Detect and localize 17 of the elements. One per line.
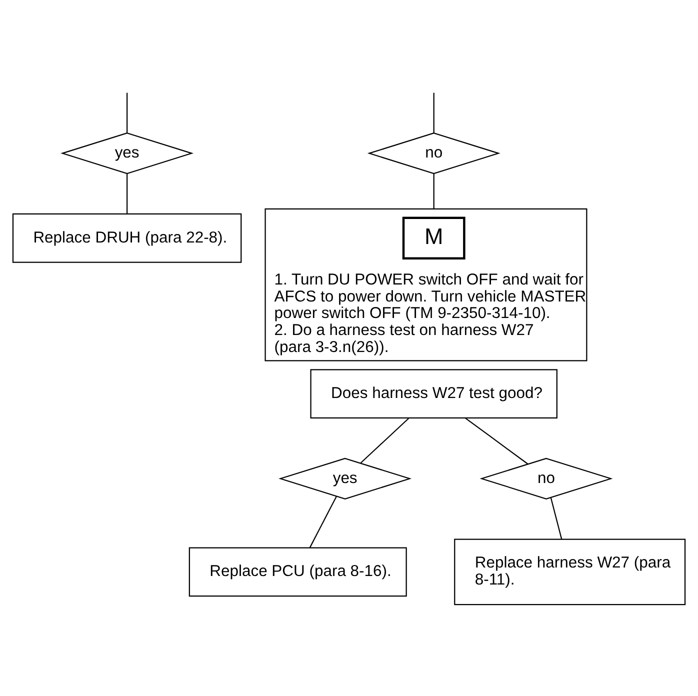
- node-diamond: yes: [60, 132, 194, 174]
- node-box: Replace PCU (para 8-16).: [188, 547, 407, 597]
- connector: [126, 174, 128, 214]
- connector: [433, 92, 434, 134]
- connector: [433, 174, 434, 209]
- node-diamond: no: [480, 458, 613, 500]
- connector: [360, 418, 410, 464]
- node-diamond: yes: [278, 458, 412, 500]
- connector: [309, 496, 337, 548]
- node-box: Replace harness W27 (para 8-11).: [454, 538, 686, 606]
- connector: [550, 498, 562, 540]
- node-box: M: [402, 216, 466, 260]
- node-diamond: no: [367, 132, 500, 174]
- node-box: Does harness W27 test good?: [310, 369, 558, 419]
- connector: [126, 92, 128, 134]
- connector: [465, 418, 528, 464]
- node-box: Replace DRUH (para 22-8).: [12, 213, 242, 263]
